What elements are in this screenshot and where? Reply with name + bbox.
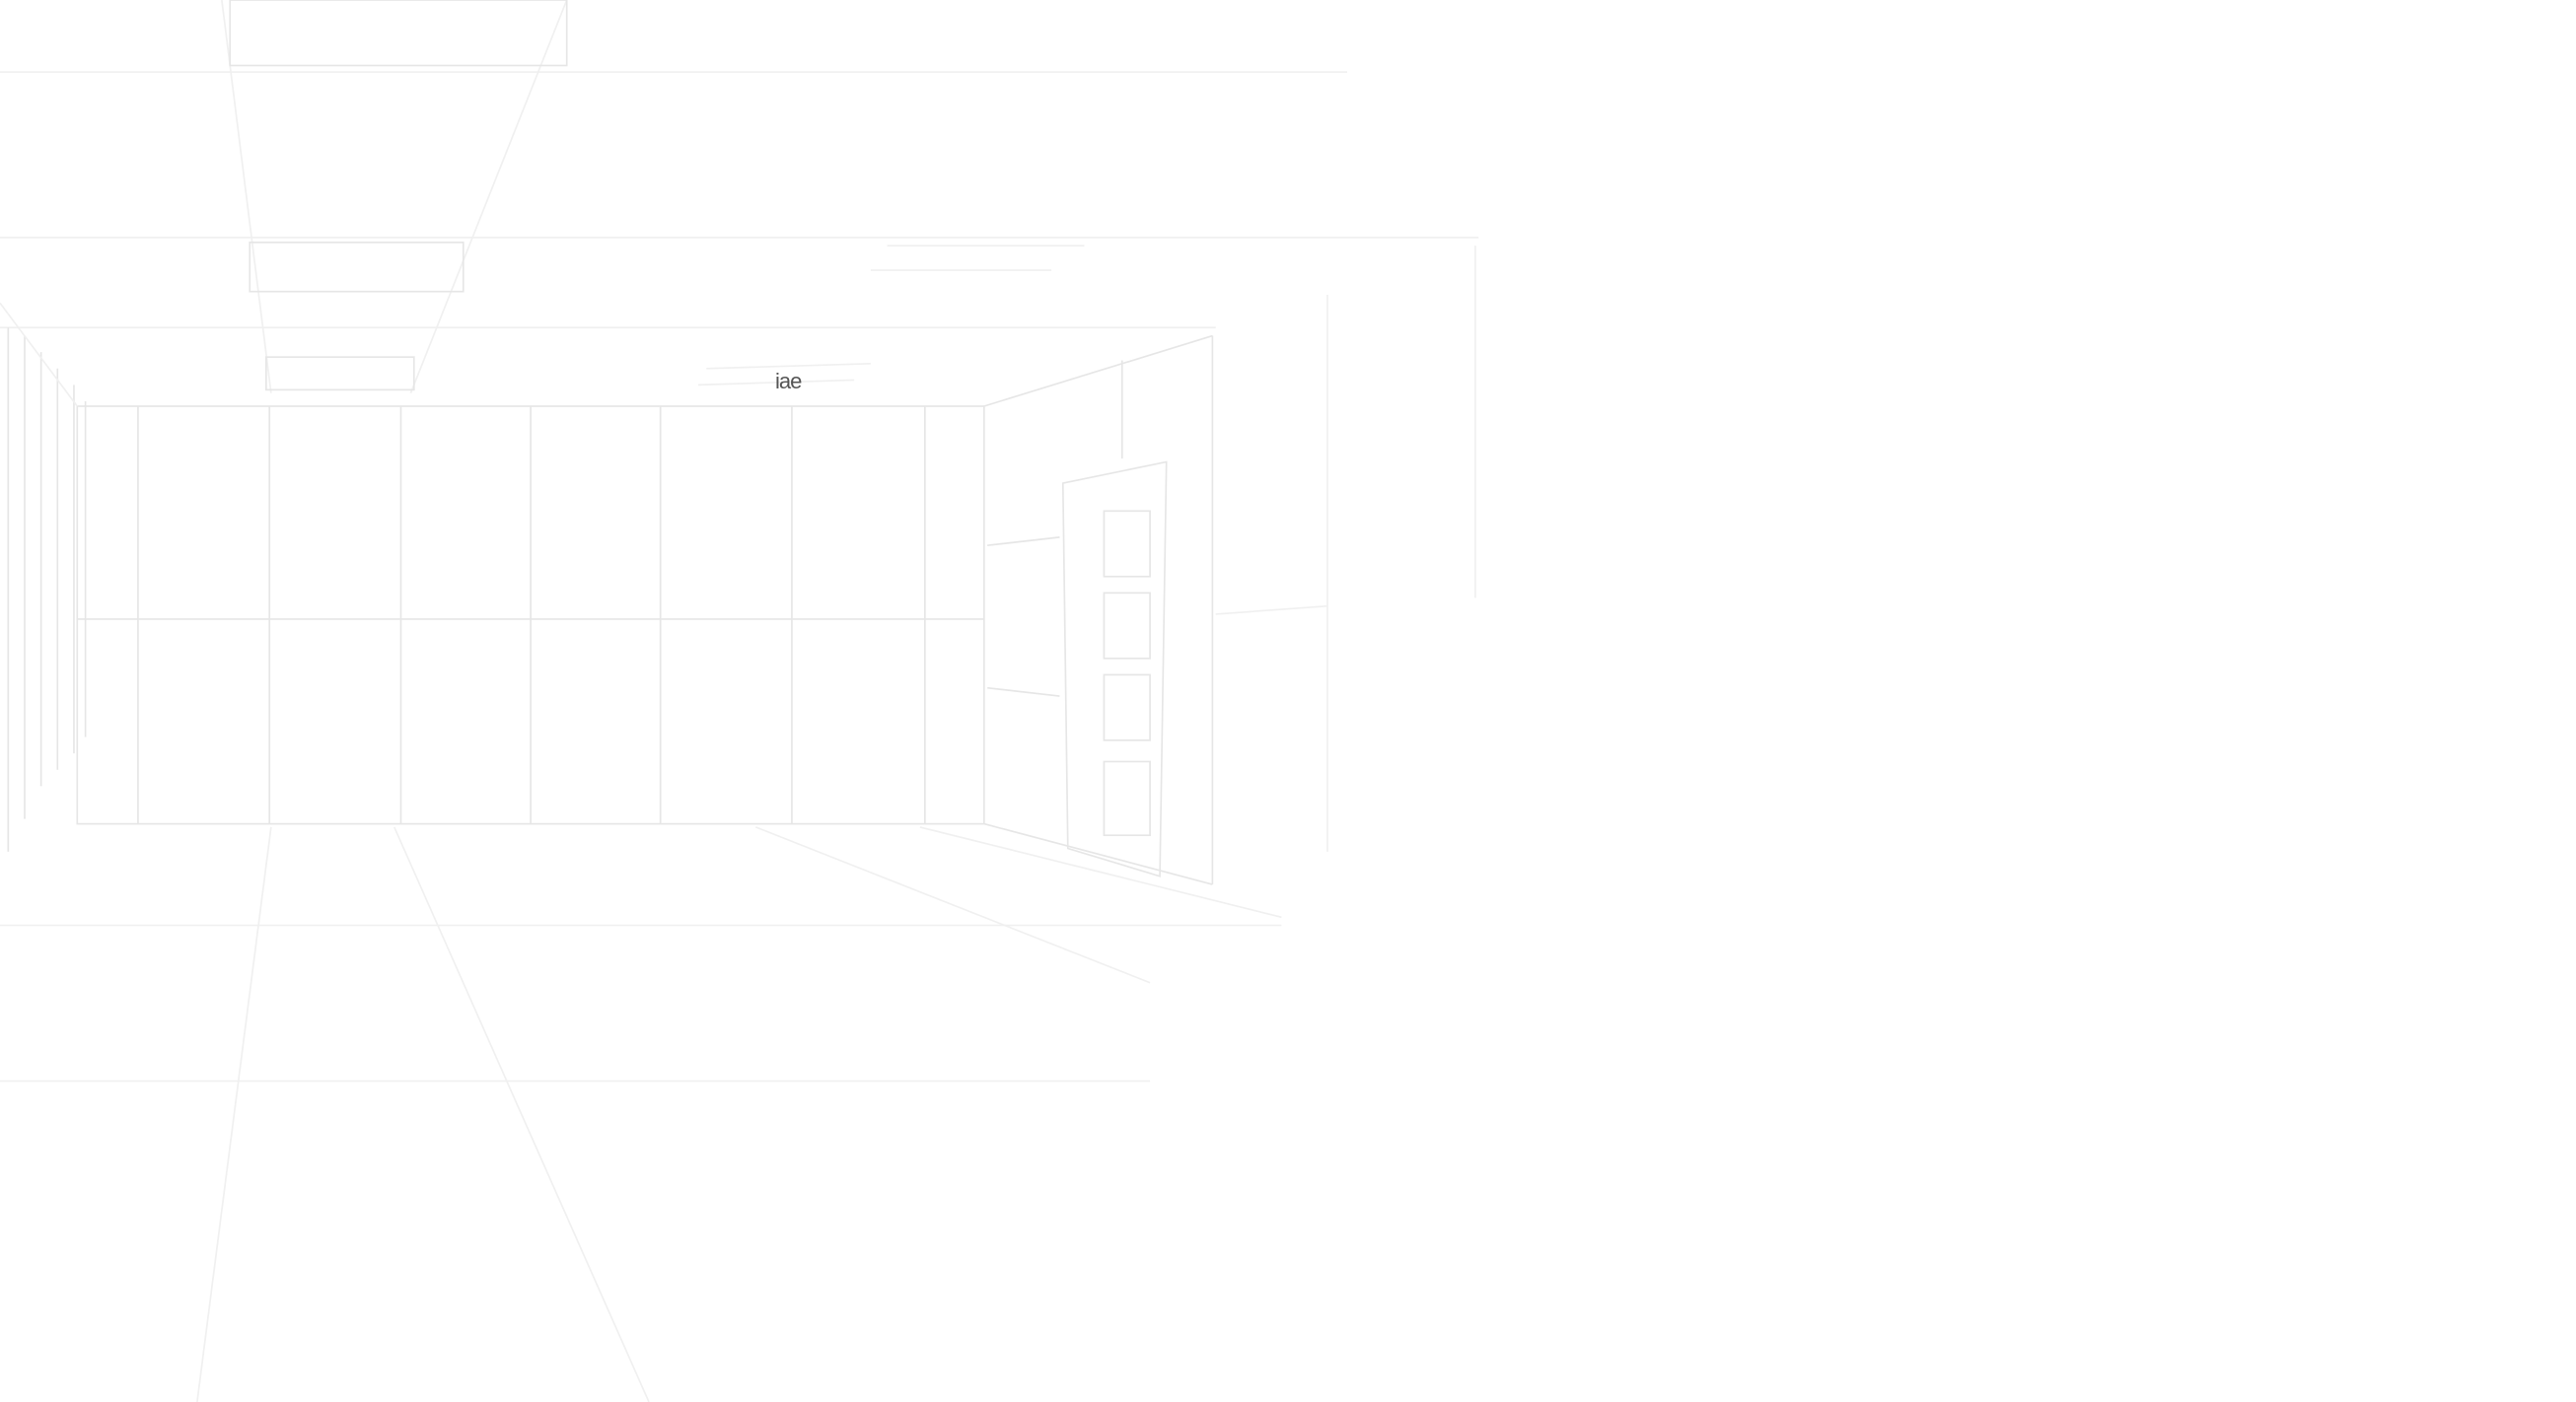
back-wall: [76, 405, 985, 825]
ceiling: [0, 0, 1479, 393]
floor: [0, 826, 1282, 1402]
right-wall: [983, 245, 1476, 885]
scene-label: iae: [775, 369, 802, 393]
left-wall: [0, 302, 87, 852]
